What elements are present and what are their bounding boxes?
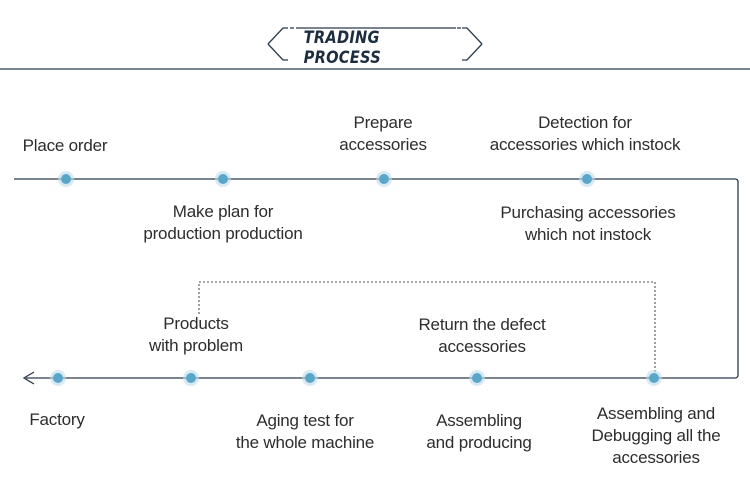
label-line: with problem	[149, 336, 243, 355]
label-line: Return the defect	[418, 315, 546, 334]
label-purchasing: Purchasing accessories which not instock	[478, 202, 698, 246]
label-return-defect: Return the defect accessories	[397, 314, 567, 358]
label-line: Purchasing accessories	[500, 203, 676, 222]
flow-path	[14, 178, 739, 379]
label-line: Assembling and	[596, 404, 716, 423]
label-assembling-producing: Assembling and producing	[404, 410, 554, 454]
label-place-order: Place order	[10, 135, 120, 157]
top-node-1	[58, 171, 74, 187]
label-factory: Factory	[12, 409, 102, 431]
label-aging-test: Aging test for the whole machine	[215, 410, 395, 454]
label-line: Factory	[29, 410, 85, 429]
title-frame-bottom	[267, 43, 483, 61]
label-line: Assembling	[436, 411, 522, 430]
label-prepare-accessories: Prepare accessories	[318, 112, 448, 156]
label-line: accessories	[339, 135, 427, 154]
label-line: Prepare	[353, 113, 413, 132]
bottom-node-3	[302, 370, 318, 386]
page-title: TRADING PROCESS	[303, 28, 382, 68]
label-line: and producing	[426, 433, 532, 452]
top-node-4	[579, 171, 595, 187]
label-line: accessories	[438, 337, 526, 356]
title-frame-top	[267, 27, 483, 45]
label-line: Debugging all the	[591, 426, 721, 445]
bottom-node-1	[50, 370, 66, 386]
label-detection: Detection for accessories which instock	[470, 112, 700, 156]
bottom-node-5	[646, 370, 662, 386]
label-line: Detection for	[538, 113, 632, 132]
title-banner: TRADING PROCESS	[292, 28, 458, 68]
label-assembling-debugging: Assembling and Debugging all the accesso…	[576, 403, 736, 469]
top-node-3	[376, 171, 392, 187]
label-line: accessories	[612, 448, 700, 467]
label-products-with-problem: Products with problem	[131, 313, 261, 357]
label-line: Products	[163, 314, 229, 333]
bottom-node-2	[183, 370, 199, 386]
label-line: which not instock	[524, 225, 652, 244]
label-line: the whole machine	[235, 433, 375, 452]
top-node-2	[215, 171, 231, 187]
label-line: production production	[143, 224, 303, 243]
bottom-node-4	[469, 370, 485, 386]
label-line: Place order	[22, 136, 108, 155]
label-make-plan: Make plan for production production	[123, 201, 323, 245]
feedback-dashed-path	[198, 281, 656, 372]
flow-arrowhead	[22, 371, 35, 385]
label-line: Make plan for	[172, 202, 274, 221]
label-line: Aging test for	[256, 411, 354, 430]
label-line: accessories which instock	[489, 135, 681, 154]
